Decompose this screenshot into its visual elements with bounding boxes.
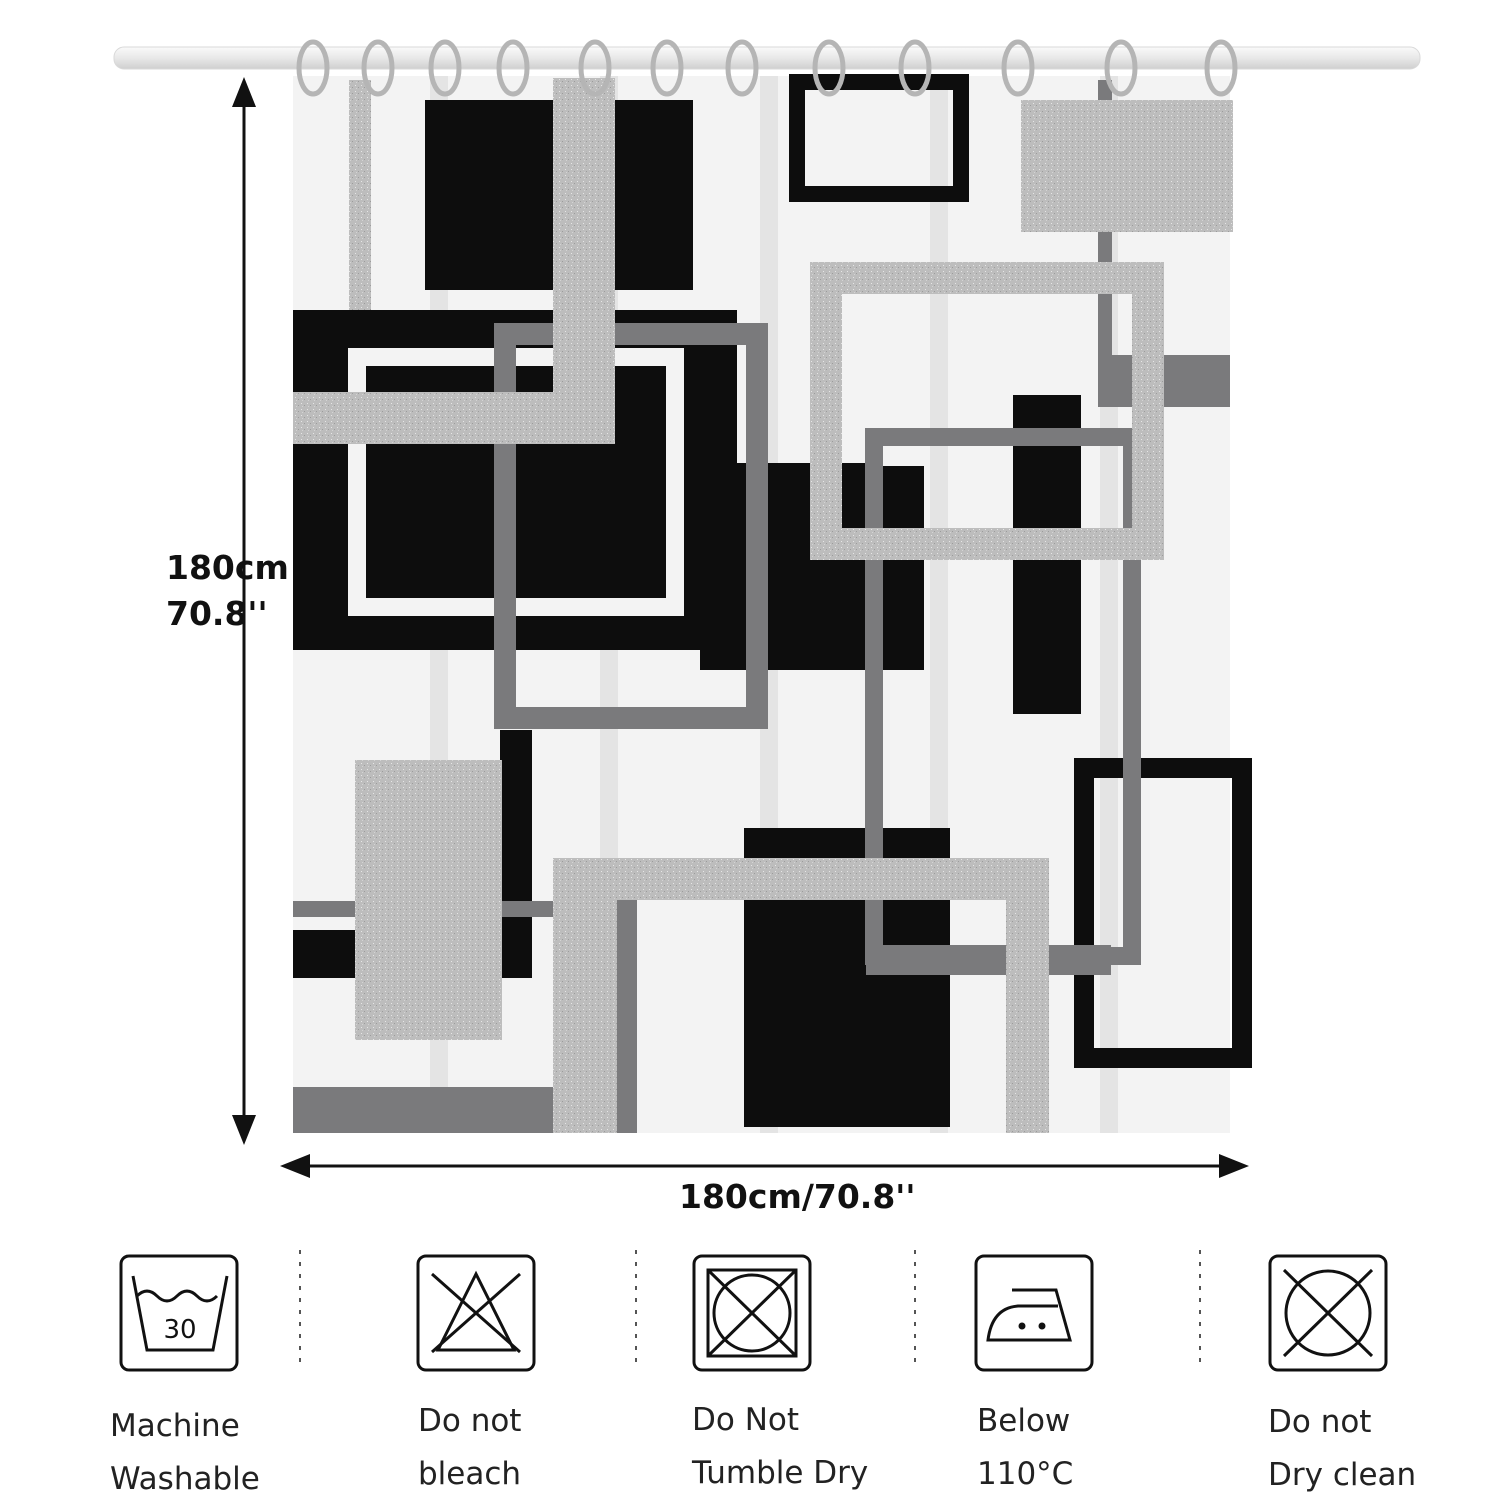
care-label-line: Below xyxy=(977,1403,1071,1439)
care-label-line: 110°C xyxy=(977,1456,1074,1492)
hook-ring xyxy=(812,39,846,97)
care-label-line: Washable xyxy=(110,1461,260,1497)
hook-ring xyxy=(361,39,395,97)
care-label-bleach: Do not bleach xyxy=(418,1395,521,1501)
care-label-line: Tumble Dry xyxy=(692,1455,869,1491)
hook-ring xyxy=(725,39,759,97)
iron-low-icon xyxy=(974,1254,1094,1372)
care-label-tumble: Do Not Tumble Dry xyxy=(692,1394,868,1500)
care-label-wash: Machine Washable xyxy=(110,1400,260,1506)
hook-ring xyxy=(1001,39,1035,97)
width-label: 180cm/70.8'' xyxy=(679,1177,916,1216)
hook-ring xyxy=(650,39,684,97)
shower-curtain xyxy=(293,74,1252,1133)
no-bleach-icon xyxy=(416,1254,536,1372)
shower-rod xyxy=(113,46,1421,70)
hook-ring xyxy=(428,39,462,97)
hook-ring xyxy=(898,39,932,97)
hook-ring xyxy=(1104,39,1138,97)
hook-ring xyxy=(496,39,530,97)
care-label-line: Do not xyxy=(1268,1404,1372,1440)
care-label-line: Dry clean xyxy=(1268,1457,1417,1493)
height-cm-label: 180cm xyxy=(166,548,289,587)
care-label-line: Machine xyxy=(110,1408,240,1444)
care-label-line: bleach xyxy=(418,1456,522,1492)
care-label-dryclean: Do not Dry clean xyxy=(1268,1396,1416,1502)
hook-ring xyxy=(578,39,612,97)
care-label-line: Do Not xyxy=(692,1402,800,1438)
curtain-hooks xyxy=(296,39,1238,97)
height-in-label: 70.8'' xyxy=(166,594,268,633)
wash-30-icon: 30 xyxy=(119,1254,239,1372)
care-label-line: Do not xyxy=(418,1403,522,1439)
no-dry-clean-icon xyxy=(1268,1254,1388,1372)
care-dividers xyxy=(299,1250,1201,1370)
no-tumble-dry-icon xyxy=(692,1254,812,1372)
hook-ring xyxy=(1204,39,1238,97)
care-label-iron: Below 110°C xyxy=(977,1395,1073,1501)
wash-temp-label: 30 xyxy=(163,1315,196,1345)
hook-ring xyxy=(296,39,330,97)
